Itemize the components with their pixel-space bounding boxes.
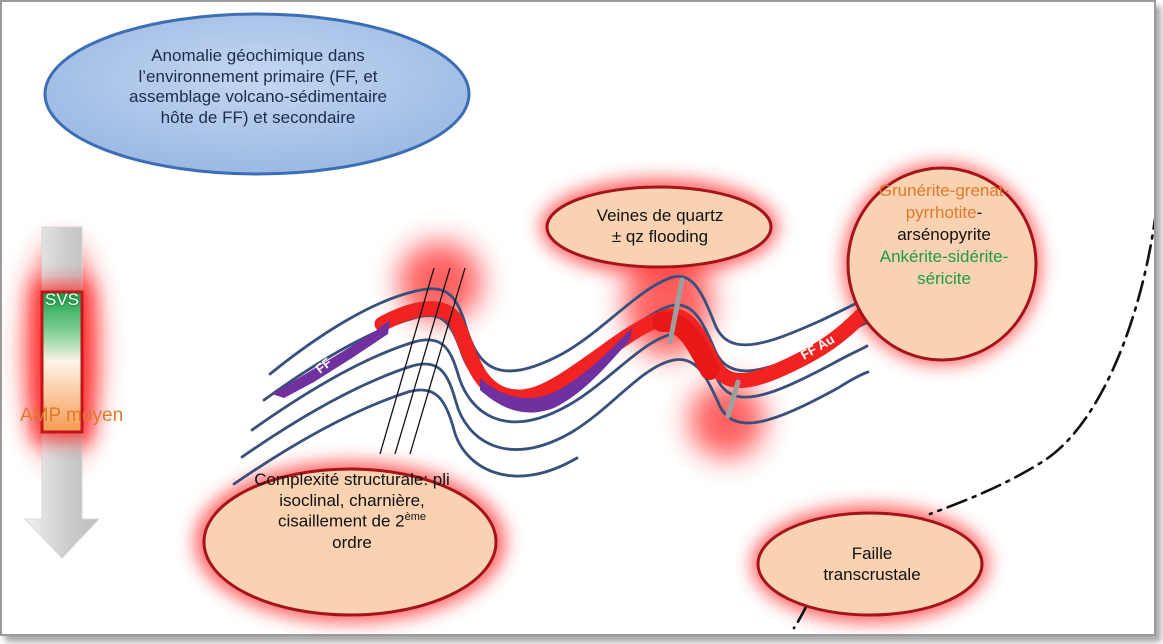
svs-label: SVS xyxy=(44,290,80,309)
mineral-bubble-shape xyxy=(846,166,1038,362)
mineral-line-3: arsénopyrite xyxy=(897,225,991,245)
complexity-bubble-shape xyxy=(202,467,498,617)
complexity-text: Complexité structurale: pli isoclinal, c… xyxy=(254,470,450,532)
complexity-sup: ème xyxy=(404,511,427,524)
quartz-bubble-shape xyxy=(545,185,773,269)
ff-purple-mid xyxy=(480,328,632,413)
layer-line-3 xyxy=(250,331,869,432)
mineral-line-1: Grunérite-grenat- xyxy=(878,181,1010,200)
fault-bubble-shape xyxy=(756,511,984,617)
structural-complexity-label: Complexité structurale: pli isoclinal, c… xyxy=(252,470,452,554)
layer-line-4 xyxy=(240,358,870,459)
quartz-line-1: Veines de quartz xyxy=(596,206,724,225)
grade-gradient-box xyxy=(40,290,84,434)
mineral-assemblage-label: Grunérite-grenat- pyrrhotite- arsénopyri… xyxy=(864,180,1024,290)
layer-line-5 xyxy=(232,388,579,486)
fault-label: Faille transcrustale xyxy=(792,544,952,585)
axial-plane-lines xyxy=(379,267,466,455)
mineral-line-2-orange: pyrrhotite xyxy=(905,203,977,223)
transcrustal-fault-line xyxy=(928,216,1154,516)
layer-line-1 xyxy=(268,275,879,376)
quartz-veins-label: Veines de quartz ± qz flooding xyxy=(577,206,743,247)
quartz-line-2: ± qz flooding xyxy=(611,226,709,246)
mineral-line-2-dash: - xyxy=(976,203,983,223)
ff-red-band-inner xyxy=(652,312,720,380)
ff-red-band xyxy=(374,294,882,405)
fault-line-1: Faille xyxy=(851,544,893,563)
red-halos xyxy=(26,242,765,462)
mineral-line-5: séricite xyxy=(917,269,971,289)
amp-label: AMP xyxy=(20,405,61,426)
complexity-end: ordre xyxy=(332,532,372,552)
fault-line-2: transcrustale xyxy=(823,564,921,584)
moyen-label: moyen xyxy=(66,405,124,426)
anomaly-bubble-shape xyxy=(43,12,471,176)
amp-moyen-label: AMP moyen xyxy=(20,404,180,427)
mineral-line-4: Ankérite-sidérite- xyxy=(879,247,1009,267)
ff-purple-left xyxy=(272,320,390,398)
anomaly-label: Anomalie géochimique dans l’environnemen… xyxy=(129,46,387,128)
geology-diagram: FF FF Au xyxy=(23,12,1154,630)
quartz-veins xyxy=(667,277,741,419)
mineral-line-2: pyrrhotite- xyxy=(864,202,1024,224)
